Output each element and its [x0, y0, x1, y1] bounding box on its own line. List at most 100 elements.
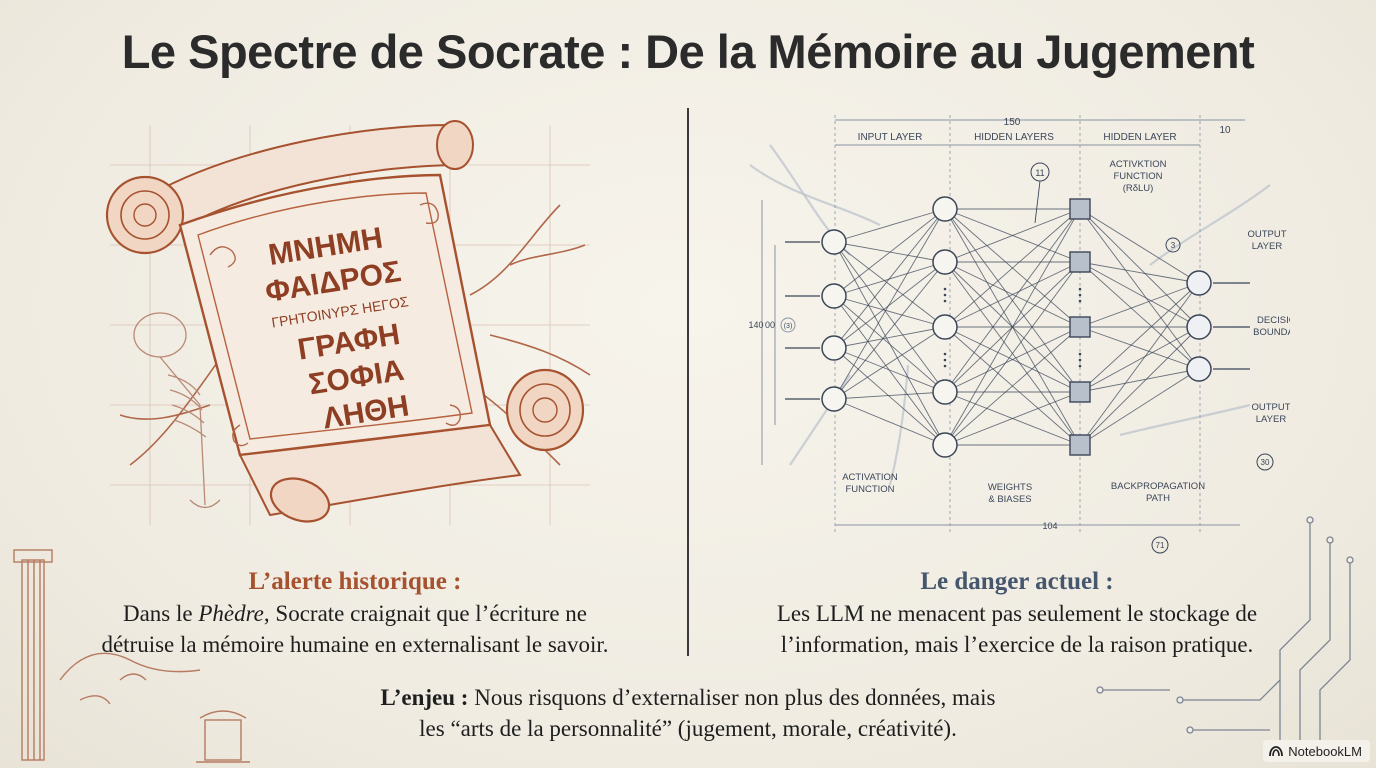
activation-fn-label-2: (RδLU): [1123, 183, 1154, 194]
activation-function-label-0: ACTIVATION: [842, 472, 898, 483]
edge-l2-l3-1-2: [1079, 261, 1200, 370]
decision-boundary-label-1: BOUNDARY: [1253, 327, 1290, 338]
output-node-1: [1186, 314, 1212, 340]
edge-l0-l1-3-4: [833, 398, 946, 446]
callout-11-label: 11: [1035, 168, 1044, 178]
edge-l2-l3-0-2: [1079, 208, 1200, 370]
edge-l1-l2-2-1: [944, 261, 1081, 328]
current-danger-line2: l’information, mais l’exercice de la rai…: [780, 632, 1254, 657]
edge-l1-l2-3-0: [944, 208, 1081, 393]
ellipsis-dot-1-1: [943, 358, 947, 362]
edge-l2-l3-3-2: [1079, 368, 1200, 393]
edge-l1-l2-2-0: [944, 208, 1081, 328]
left-marker-circle: [780, 317, 796, 333]
edge-l2-l3-1-0: [1079, 261, 1200, 284]
ellipsis-dot-0-2: [943, 299, 947, 303]
layer-label-2: HIDDEN LAYER: [1103, 132, 1176, 143]
column-ornament: [13, 549, 250, 763]
edge-l0-l1-0-2: [833, 241, 946, 328]
ellipsis-dot-2-1: [1078, 293, 1082, 297]
edge-l0-l1-3-2: [833, 326, 946, 400]
edge-l0-l1-2-1: [833, 261, 946, 349]
edge-l0-l1-1-2: [833, 295, 946, 328]
scroll-front-roll: [238, 368, 585, 523]
ellipsis-dot-0-1: [943, 293, 947, 297]
branch-1: [749, 164, 881, 226]
skeleton-sketch: [133, 312, 221, 509]
column-divider: [687, 108, 689, 656]
input-node-1: [821, 283, 847, 309]
ellipsis-dot-1-2: [943, 364, 947, 368]
callout-3-label: 3: [1171, 241, 1176, 250]
hidden-node-0: [932, 196, 958, 222]
historical-alert-heading: L’alerte historique :: [248, 568, 462, 595]
historical-alert-text-pre: Dans le: [122, 601, 199, 626]
current-danger-heading: Le danger actuel :: [920, 568, 1114, 595]
left-inner-dimension-label: 00: [765, 320, 775, 330]
callout-11-leader: [1034, 180, 1041, 224]
edge-l0-l1-2-0: [833, 208, 946, 349]
ellipsis-dot-2-2: [1078, 299, 1082, 303]
edge-l0-l1-0-3: [833, 241, 946, 393]
edge-l0-l1-2-3: [833, 347, 946, 393]
input-node-3: [821, 386, 847, 412]
notebooklm-badge[interactable]: NotebookLM: [1263, 740, 1370, 762]
weights-biases-label-0: WEIGHTS: [988, 482, 1032, 493]
edge-l0-l1-2-2: [833, 326, 946, 349]
layer-label-1: HIDDEN LAYERS: [974, 132, 1054, 143]
hidden-node-1: [932, 249, 958, 275]
layer-label-0: INPUT LAYER: [858, 132, 923, 143]
callout-71-circle: [1151, 536, 1169, 554]
notebooklm-icon: [1269, 746, 1284, 757]
edge-l2-l3-4-0: [1079, 282, 1200, 446]
stake-label: L’enjeu :: [380, 685, 469, 710]
current-danger-body: Les LLM ne menacent pas seulement le sto…: [712, 598, 1322, 660]
ellipsis-dot-2-0: [1078, 287, 1082, 291]
phedre-title: Phèdre: [198, 601, 264, 626]
hidden-node-3: [932, 379, 958, 405]
ellipsis-dot-3-0: [1078, 352, 1082, 356]
edge-l1-l2-3-2: [944, 326, 1081, 393]
edge-l2-l3-3-1: [1079, 326, 1200, 393]
weights-biases-label-1: & BIASES: [988, 494, 1031, 505]
branch-3: [1149, 184, 1271, 266]
edge-l2-l3-1-1: [1079, 261, 1200, 328]
historical-alert-caption: L’alerte historique : Dans le Phèdre, So…: [50, 568, 660, 660]
output-layer-bottom-label-0: OUTPUT: [1251, 402, 1290, 413]
output-node-0: [1186, 270, 1212, 296]
page-title: Le Spectre de Socrate : De la Mémoire au…: [121, 25, 1255, 78]
edge-l2-l3-0-0: [1079, 208, 1200, 284]
current-danger-caption: Le danger actuel : Les LLM ne menacent p…: [712, 568, 1322, 660]
historical-alert-body: Dans le Phèdre, Socrate craignait que l’…: [50, 598, 660, 660]
input-node-0: [821, 229, 847, 255]
stake-line2: les “arts de la personnalité” (jugement,…: [419, 716, 957, 741]
hidden-node-2: [932, 314, 958, 340]
decision-boundary-label-0: DECISION: [1257, 315, 1290, 326]
activation-unit-2: [1069, 316, 1091, 338]
callout-71-label: 71: [1156, 541, 1165, 550]
top-dimension-right-label: 10: [1219, 125, 1231, 136]
historical-alert-text-post: , Socrate craignait que l’écriture ne: [263, 601, 588, 626]
scroll-back-roll: [105, 120, 474, 255]
notebooklm-label: NotebookLM: [1288, 743, 1362, 759]
edge-l0-l1-3-0: [833, 208, 946, 400]
edge-l0-l1-3-3: [833, 391, 946, 400]
edge-l2-l3-2-0: [1079, 282, 1200, 328]
edge-l0-l1-3-1: [833, 261, 946, 400]
top-dimension-label: 150: [1004, 117, 1021, 128]
edge-l1-l2-4-0: [944, 208, 1081, 446]
edge-l1-l2-1-0: [944, 208, 1081, 263]
ellipsis-dot-1-0: [943, 352, 947, 356]
edge-l1-l2-4-1: [944, 261, 1081, 446]
edge-l2-l3-3-0: [1079, 282, 1200, 393]
activation-unit-3: [1069, 381, 1091, 403]
activation-fn-label-1: FUNCTION: [1113, 171, 1162, 182]
branch-6: [789, 374, 851, 466]
historical-alert-text-line2: détruise la mémoire humaine en externali…: [101, 632, 609, 657]
activation-fn-label-0: ACTIVKTION: [1109, 159, 1166, 170]
edge-l0-l1-1-3: [833, 295, 946, 393]
output-node-2: [1186, 356, 1212, 382]
edge-l0-l1-0-0: [833, 208, 946, 243]
output-layer-top-label-1: LAYER: [1252, 241, 1283, 252]
